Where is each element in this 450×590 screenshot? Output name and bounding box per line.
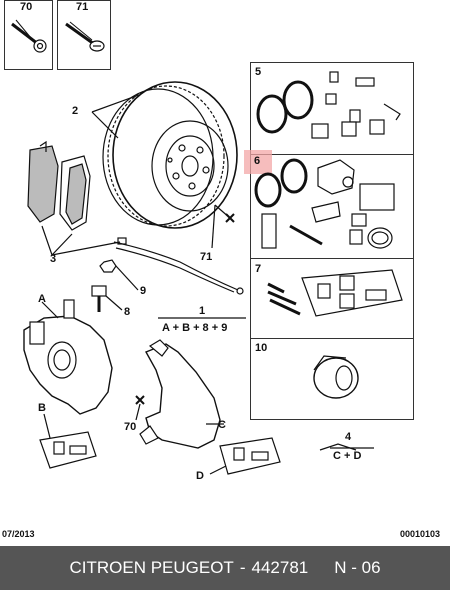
footer-bar: CITROEN PEUGEOT - 442781 N - 06	[0, 546, 450, 590]
kit-5-contents	[256, 71, 401, 139]
label-kit-5: 5	[255, 66, 262, 78]
wear-sensor-wire	[113, 237, 244, 295]
footer-part-number: 442781	[251, 558, 309, 577]
formula-4: C + D	[333, 450, 362, 462]
label-part-1: 1	[199, 305, 206, 317]
kit-b-drawing	[39, 413, 97, 469]
label-part-B: B	[38, 402, 46, 414]
caliper-a-drawing	[23, 299, 113, 415]
label-part-3: 3	[50, 253, 57, 265]
bracket-c-drawing	[139, 339, 224, 449]
document-number: 00010103	[400, 529, 441, 539]
label-part-A: A	[38, 293, 46, 305]
label-part-71: 71	[200, 251, 213, 263]
label-kit-6: 6	[254, 155, 261, 167]
kit-6-contents	[254, 158, 395, 249]
part-8-drawing	[91, 285, 123, 312]
screw-70-drawing	[11, 19, 47, 53]
label-kit-10: 10	[255, 342, 268, 354]
brake-disc-drawing	[102, 81, 238, 229]
label-part-70: 70	[124, 421, 137, 433]
kit-6-highlight	[244, 150, 272, 174]
label-part-4: 4	[345, 431, 352, 443]
date-stamp: 07/2013	[2, 529, 35, 539]
kit-10-contents	[313, 355, 359, 399]
label-kit-7: 7	[255, 263, 262, 275]
part-9-drawing	[99, 259, 139, 291]
exploded-diagram	[11, 19, 403, 475]
kit-7-contents	[267, 269, 403, 317]
label-screw-70: 70	[20, 1, 33, 13]
formula-1: A + B + 8 + 9	[162, 322, 228, 334]
footer-brand: CITROEN PEUGEOT	[69, 558, 234, 577]
label-part-8: 8	[124, 306, 131, 318]
kit-d-drawing	[209, 437, 281, 475]
footer-page: N - 06	[334, 558, 381, 577]
screw-71-box	[57, 0, 111, 70]
footer-separator: -	[239, 558, 246, 577]
label-part-9: 9	[140, 285, 147, 297]
label-screw-71: 71	[76, 1, 89, 13]
label-part-D: D	[196, 470, 204, 482]
label-part-2: 2	[72, 105, 79, 117]
screw-71-drawing	[65, 21, 105, 52]
brake-pads-drawing	[27, 140, 91, 231]
label-part-C: C	[218, 419, 226, 431]
